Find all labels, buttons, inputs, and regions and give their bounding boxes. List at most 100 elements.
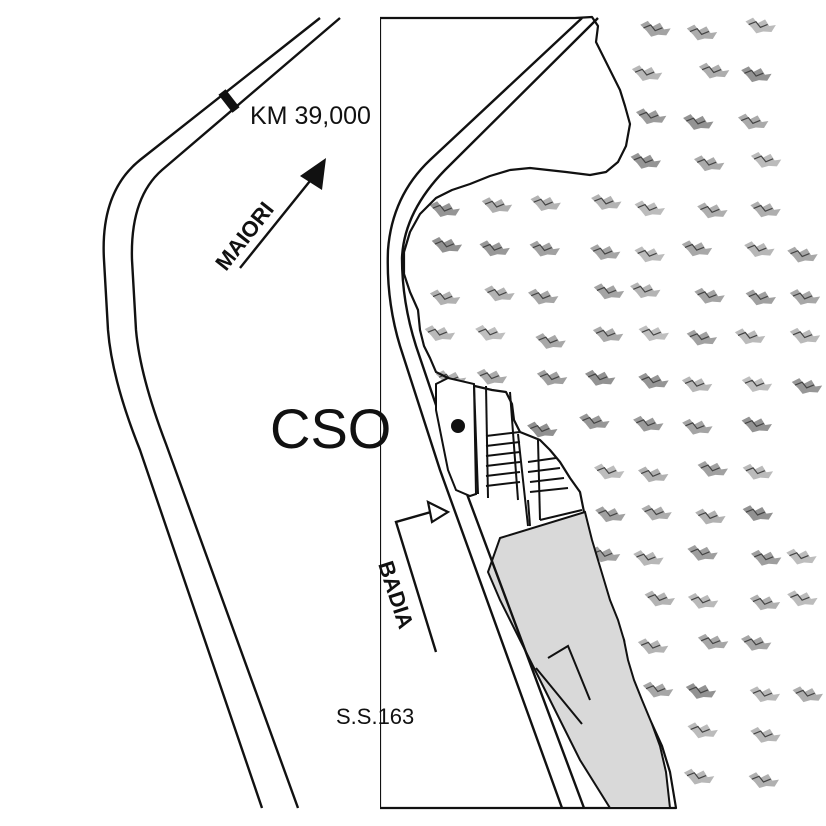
km-marker-label: KM 39,000	[250, 102, 371, 130]
vegetation-symbol-icon	[479, 240, 510, 257]
vegetation-symbol-icon	[687, 545, 718, 561]
vegetation-symbol-icon	[786, 548, 817, 565]
vegetation-symbol-icon	[741, 66, 772, 83]
vegetation-symbol-icon	[424, 325, 456, 342]
vegetation-symbol-icon	[748, 772, 779, 789]
site-label: CSO	[270, 397, 391, 460]
vegetation-symbol-icon	[527, 421, 558, 438]
road-label: S.S.163	[336, 704, 414, 729]
vegetation-symbol-icon	[475, 325, 506, 341]
vegetation-symbol-icon	[638, 325, 669, 342]
vegetation-symbol-icon	[742, 505, 774, 522]
badia-direction: BADIA	[373, 500, 451, 653]
vegetation-symbol-icon	[791, 378, 823, 394]
vegetation-symbol-icon	[742, 463, 774, 480]
vegetation-symbol-icon	[749, 686, 781, 703]
vegetation-symbol-icon	[683, 768, 715, 785]
vegetation-symbol-icon	[429, 289, 461, 306]
vegetation-symbol-icon	[792, 686, 823, 703]
vegetation-symbol-icon	[681, 240, 713, 257]
vegetation-symbol-icon	[750, 549, 782, 566]
vegetation-symbol-icon	[637, 466, 669, 483]
vegetation-symbol-icon	[682, 418, 713, 435]
vegetation-symbol-icon	[592, 326, 624, 343]
vegetation-area	[424, 17, 823, 789]
vegetation-symbol-icon	[529, 240, 560, 257]
vegetation-symbol-icon	[687, 593, 719, 609]
vegetation-symbol-icon	[535, 333, 566, 349]
vegetation-symbol-icon	[429, 201, 460, 218]
paved-area	[486, 510, 672, 809]
harbour-line	[535, 644, 591, 725]
vegetation-symbol-icon	[744, 241, 775, 258]
vegetation-symbol-icon	[530, 195, 561, 212]
vegetation-symbol-icon	[527, 288, 559, 305]
vegetation-symbol-icon	[633, 550, 664, 566]
vegetation-symbol-icon	[741, 376, 773, 393]
arrow-solid-icon	[300, 158, 326, 190]
vegetation-symbol-icon	[787, 590, 818, 607]
vegetation-symbol-icon	[584, 369, 616, 386]
vegetation-symbol-icon	[579, 413, 610, 430]
vegetation-symbol-icon	[694, 287, 725, 304]
vegetation-symbol-icon	[589, 244, 621, 261]
vegetation-symbol-icon	[697, 633, 729, 650]
vegetation-symbol-icon	[745, 289, 776, 306]
road-edge-coast-2	[400, 17, 599, 809]
vegetation-symbol-icon	[787, 246, 818, 263]
road-edge-inner	[130, 17, 341, 809]
vegetation-symbol-icon	[741, 416, 772, 433]
vegetation-symbol-icon	[595, 506, 626, 523]
vegetation-symbol-icon	[591, 194, 622, 210]
vegetation-symbol-icon	[789, 327, 821, 344]
vegetation-symbol-icon	[641, 504, 672, 521]
vegetation-symbol-icon	[589, 546, 621, 563]
vegetation-symbol-icon	[634, 200, 665, 217]
vegetation-symbol-icon	[642, 681, 674, 698]
vegetation-symbol-icon	[687, 722, 718, 739]
vegetation-symbol-icon	[476, 368, 508, 385]
station-dot-icon	[451, 419, 465, 433]
vegetation-symbol-icon	[640, 20, 671, 37]
km-marker-icon	[218, 89, 240, 113]
vegetation-symbol-icon	[750, 152, 782, 168]
vegetation-symbol-icon	[695, 508, 726, 525]
vegetation-symbol-icon	[633, 415, 664, 432]
vegetation-symbol-icon	[431, 237, 463, 253]
vegetation-symbol-icon	[686, 329, 718, 346]
vegetation-symbol-icon	[697, 461, 728, 477]
vegetation-symbol-icon	[630, 282, 661, 299]
vegetation-symbol-icon	[635, 108, 667, 125]
vegetation-symbol-icon	[686, 24, 718, 41]
vegetation-symbol-icon	[697, 202, 728, 219]
vegetation-symbol-icon	[634, 246, 665, 263]
road-edge-outer	[102, 17, 321, 809]
vegetation-symbol-icon	[637, 638, 669, 655]
vegetation-symbol-icon	[593, 283, 625, 300]
vegetation-symbol-icon	[693, 155, 725, 172]
road-edge-coast-1	[386, 17, 583, 809]
arrow-outline-icon	[426, 500, 451, 524]
vegetation-symbol-icon	[685, 683, 717, 699]
vegetation-symbol-icon	[734, 328, 766, 345]
vegetation-symbol-icon	[638, 372, 669, 389]
vegetation-symbol-icon	[698, 62, 730, 79]
vegetation-symbol-icon	[737, 113, 769, 130]
vegetation-symbol-icon	[745, 17, 776, 34]
vegetation-symbol-icon	[750, 727, 781, 743]
stairs-structure	[435, 376, 583, 527]
road-corridor-bg	[300, 0, 380, 826]
vegetation-symbol-icon	[593, 463, 625, 480]
vegetation-symbol-icon	[750, 201, 781, 218]
vegetation-symbol-icon	[484, 285, 515, 302]
vegetation-symbol-icon	[644, 590, 675, 607]
vegetation-symbol-icon	[740, 635, 772, 651]
vegetation-symbol-icon	[630, 152, 661, 169]
vegetation-symbol-icon	[683, 114, 714, 130]
vegetation-symbol-icon	[536, 369, 568, 386]
vegetation-symbol-icon	[681, 376, 713, 393]
vegetation-symbol-icon	[631, 65, 663, 82]
vegetation-symbol-icon	[789, 289, 821, 305]
vegetation-symbol-icon	[481, 197, 513, 214]
